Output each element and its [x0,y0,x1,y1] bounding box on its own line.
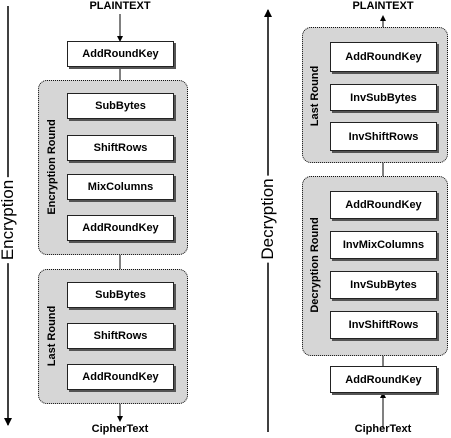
decryption-round-label: Decryption Round [309,217,321,313]
enc-last-round-step-box: AddRoundKey [67,364,174,390]
dec-plaintext-label: PLAINTEXT [352,0,414,12]
enc-last-round-step-box: SubBytes [67,282,174,308]
decryption-side-label: Decryption [258,175,278,263]
encryption-side-label: Encryption [0,176,18,264]
encryption-round-label: Encryption Round [46,119,58,215]
dec-round-step-box: InvMixColumns [330,231,437,259]
encryption-last-round-label: Last Round [46,305,58,367]
dec-ciphertext-label: CipherText [354,423,412,435]
enc-initial-addroundkey-box: AddRoundKey [67,41,174,67]
dec-last-round-step-box: InvShiftRows [330,122,437,151]
enc-plaintext-label: PLAINTEXT [89,0,151,12]
enc-round-step-box: SubBytes [67,93,174,119]
enc-round-step-box: ShiftRows [67,135,174,161]
dec-round-step-box: InvSubBytes [330,271,437,299]
enc-ciphertext-label: CipherText [91,423,149,435]
dec-round-step-box: AddRoundKey [330,191,437,219]
enc-round-step-box: MixColumns [67,174,174,200]
dec-initial-addroundkey-box: AddRoundKey [330,366,437,393]
enc-round-step-box: AddRoundKey [67,215,174,241]
decryption-last-round-label: Last Round [309,65,321,127]
dec-round-step-box: InvShiftRows [330,311,437,339]
dec-last-round-step-box: AddRoundKey [330,42,437,72]
enc-last-round-step-box: ShiftRows [67,323,174,349]
dec-last-round-step-box: InvSubBytes [330,84,437,111]
